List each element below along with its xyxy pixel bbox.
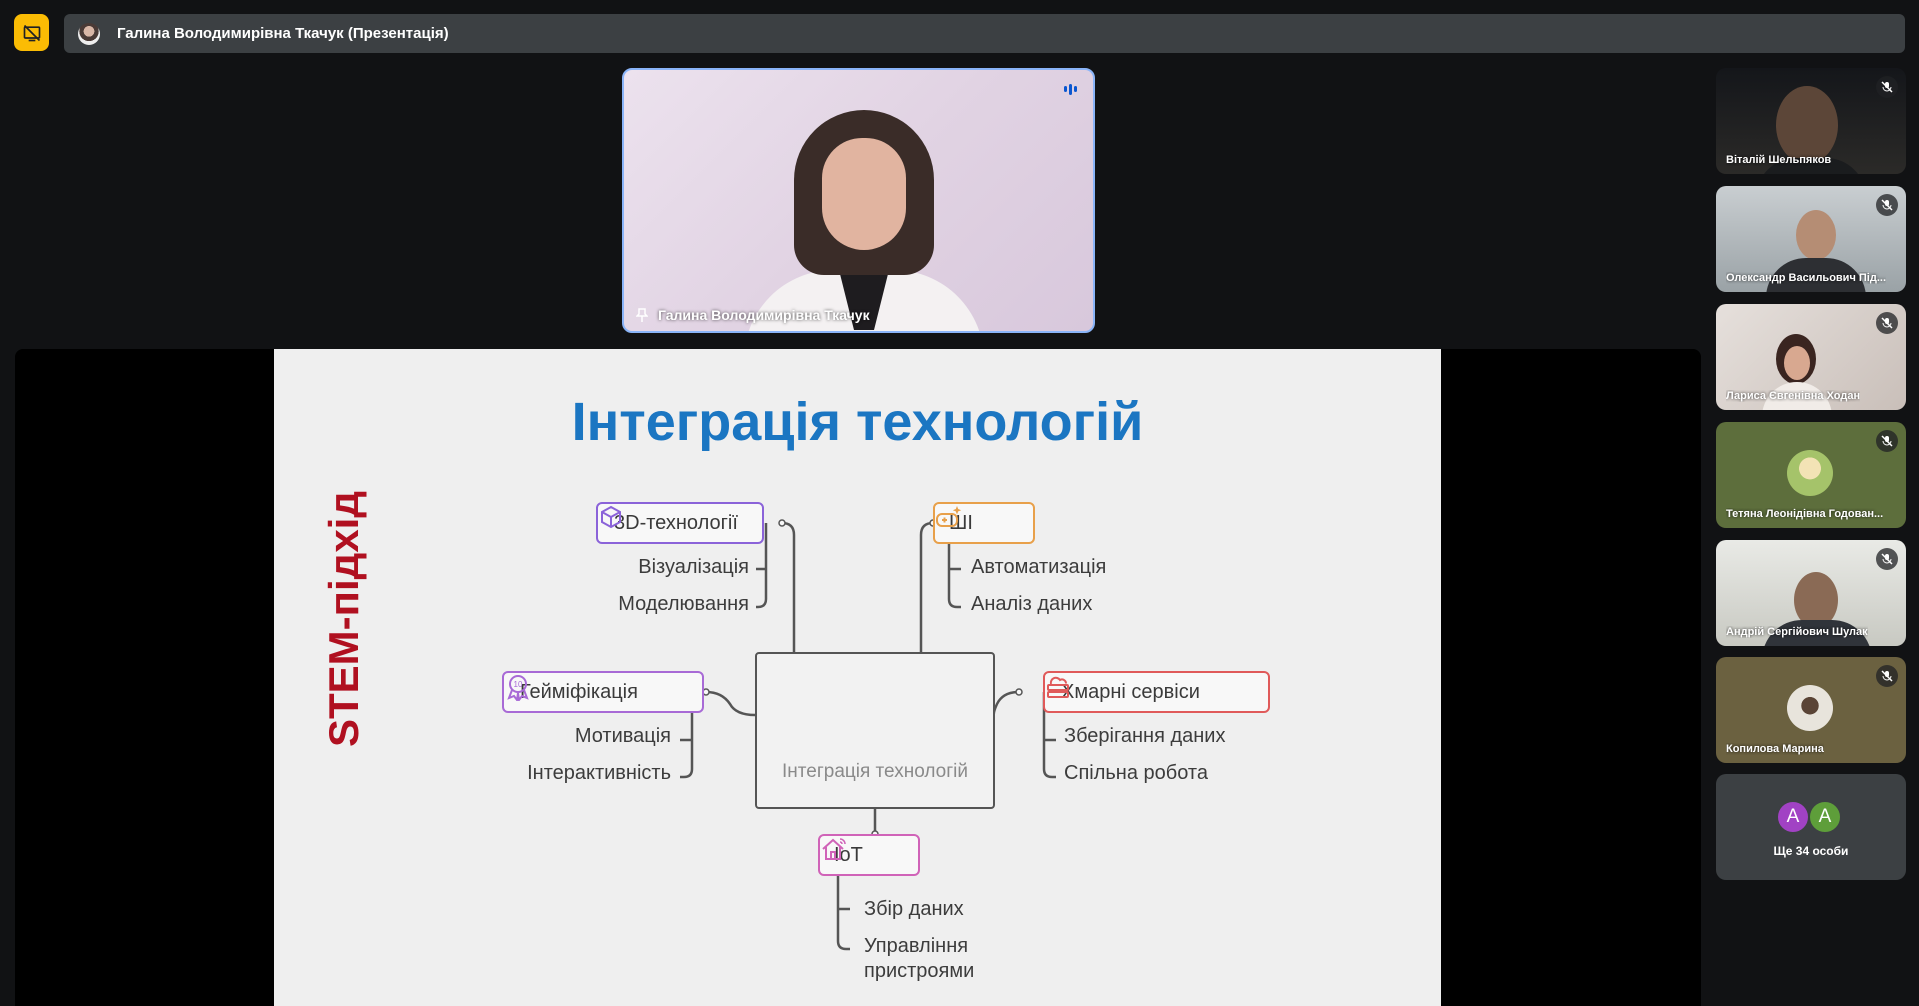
node-3d-technologies: 3D-технології xyxy=(596,502,764,544)
participant-name: Віталій Шельпяков xyxy=(1726,154,1832,166)
slide-side-label: STEM-підхід xyxy=(320,490,367,748)
node-3d-item-2: Моделювання xyxy=(618,593,749,615)
cloud-server-icon xyxy=(1047,676,1069,698)
pin-icon xyxy=(636,308,648,322)
mic-off-icon xyxy=(1876,194,1898,216)
center-node-label: Інтеграція технологій xyxy=(782,761,968,782)
mic-off-icon xyxy=(1876,76,1898,98)
speaking-indicator-icon xyxy=(1061,80,1079,98)
participant-tile-6[interactable]: Копилова Марина xyxy=(1716,657,1906,763)
smart-home-icon xyxy=(822,838,846,860)
node-ai-item-2: Аналіз даних xyxy=(971,593,1093,615)
participant-avatar-initial: A xyxy=(1776,800,1810,834)
node-gamification-item-1: Мотивація xyxy=(574,725,671,747)
participant-name: Андрій Сергійович Шулак xyxy=(1726,626,1868,638)
slide-title: Інтеграція технологій xyxy=(571,392,1144,452)
cube-icon xyxy=(601,505,621,529)
node-gamification-item-2: Інтерактивність xyxy=(527,762,671,784)
mic-off-icon xyxy=(1876,430,1898,452)
participant-tile-3[interactable]: Лариса Євгенівна Ходан xyxy=(1716,304,1906,410)
mic-off-icon xyxy=(1876,548,1898,570)
participant-avatar xyxy=(1787,685,1833,731)
node-cloud-services: Хмарні сервіси xyxy=(1043,671,1270,713)
node-iot-item-2b: пристроями xyxy=(864,960,975,982)
participant-avatar-initial: A xyxy=(1808,800,1842,834)
node-3d-label: 3D-технології xyxy=(614,511,738,534)
node-cloud-item-1: Зберігання даних xyxy=(1064,725,1226,747)
node-iot-item-1: Збір даних xyxy=(864,898,964,920)
stop-presenting-button[interactable] xyxy=(14,14,49,51)
participant-name: Тетяна Леонідівна Годован... xyxy=(1726,508,1884,520)
node-cloud-label: Хмарні сервіси xyxy=(1061,680,1200,703)
node-iot-label: IoT xyxy=(834,843,863,866)
mic-off-icon xyxy=(1876,312,1898,334)
more-participants-tile[interactable]: A A Ще 34 особи xyxy=(1716,774,1906,880)
participant-tile-5[interactable]: Андрій Сергійович Шулак xyxy=(1716,540,1906,646)
node-ai-item-1: Автоматизація xyxy=(971,556,1107,578)
speaker-video xyxy=(744,110,984,331)
svg-text:10: 10 xyxy=(514,680,523,689)
participant-avatar xyxy=(1787,450,1833,496)
presentation-title-bar: Галина Володимирівна Ткачук (Презентація… xyxy=(64,14,1905,53)
node-ai-label: ШІ xyxy=(949,511,973,534)
more-participants-label: Ще 34 особи xyxy=(1773,844,1849,858)
node-3d-item-1: Візуалізація xyxy=(638,556,749,578)
node-gamification: Гейміфікація 10 xyxy=(502,671,704,713)
participant-name: Лариса Євгенівна Ходан xyxy=(1726,390,1861,402)
node-iot: IoT xyxy=(818,834,920,876)
node-ai: ШІ xyxy=(933,502,1035,544)
presentation-stage[interactable]: Інтеграція технологій STEM-підхід Інтегр… xyxy=(15,349,1701,1006)
gamepad-sparkle-icon xyxy=(936,506,962,527)
participant-name: Копилова Марина xyxy=(1726,743,1824,755)
node-iot-item-2: Управління xyxy=(864,935,969,957)
presentation-slide: Інтеграція технологій STEM-підхід Інтегр… xyxy=(274,349,1441,1006)
present-to-all-off-icon xyxy=(23,24,40,41)
participant-tile-2[interactable]: Олександр Васильович Під... xyxy=(1716,186,1906,292)
participant-tile-1[interactable]: Віталій Шельпяков xyxy=(1716,68,1906,174)
active-speaker-tile[interactable]: Галина Володимирівна Ткачук xyxy=(622,68,1095,333)
participant-tile-4[interactable]: Тетяна Леонідівна Годован... xyxy=(1716,422,1906,528)
presentation-title: Галина Володимирівна Ткачук (Презентація… xyxy=(117,25,449,42)
speaker-name-label: Галина Володимирівна Ткачук xyxy=(636,307,870,323)
badge-icon: 10 xyxy=(507,675,529,701)
speaker-name: Галина Володимирівна Ткачук xyxy=(658,307,870,323)
center-node: Інтеграція технологій xyxy=(755,652,995,809)
node-gamification-label: Гейміфікація xyxy=(520,680,638,703)
participant-name: Олександр Васильович Під... xyxy=(1726,272,1886,284)
node-cloud-item-2: Спільна робота xyxy=(1064,762,1208,784)
mic-off-icon xyxy=(1876,665,1898,687)
presenter-avatar xyxy=(78,22,100,45)
